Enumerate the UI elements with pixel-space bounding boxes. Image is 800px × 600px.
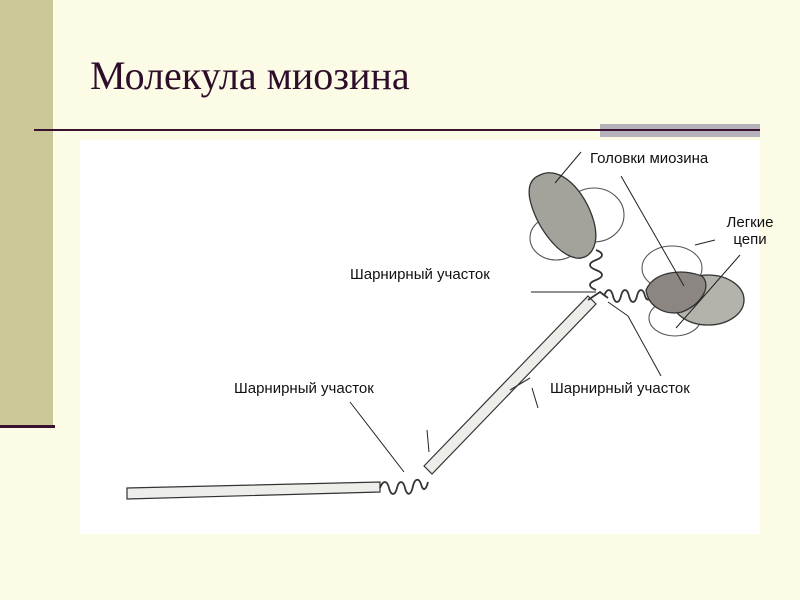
side-accent-band (0, 0, 53, 427)
label-hinge-right: Шарнирный участок (550, 380, 690, 397)
title-rule (34, 129, 760, 131)
hinge-coil-junction (587, 290, 609, 301)
leader-lines (349, 151, 741, 473)
label-light-chains: Легкие цепи (710, 214, 790, 248)
label-hinge-top: Шарнирный участок (350, 266, 490, 283)
label-light-chains-line1: Легкие (726, 214, 774, 231)
myosin-s2-rod (423, 295, 597, 475)
hinge-coil-right (603, 289, 653, 303)
rod-mark (509, 377, 531, 391)
myosin-head-right (641, 245, 745, 337)
myosin-tail (126, 481, 381, 500)
hinge-coil-top (589, 249, 603, 291)
label-light-chains-line2: цепи (733, 231, 767, 248)
label-myosin-heads: Головки миозина (590, 150, 709, 167)
side-accent-line (0, 425, 55, 428)
slide-title: Молекула миозина (90, 53, 410, 98)
myosin-head-top (528, 172, 625, 261)
figure-panel (80, 140, 760, 534)
label-hinge-left: Шарнирный участок (234, 380, 374, 397)
hinge-coil-lower (379, 478, 429, 495)
